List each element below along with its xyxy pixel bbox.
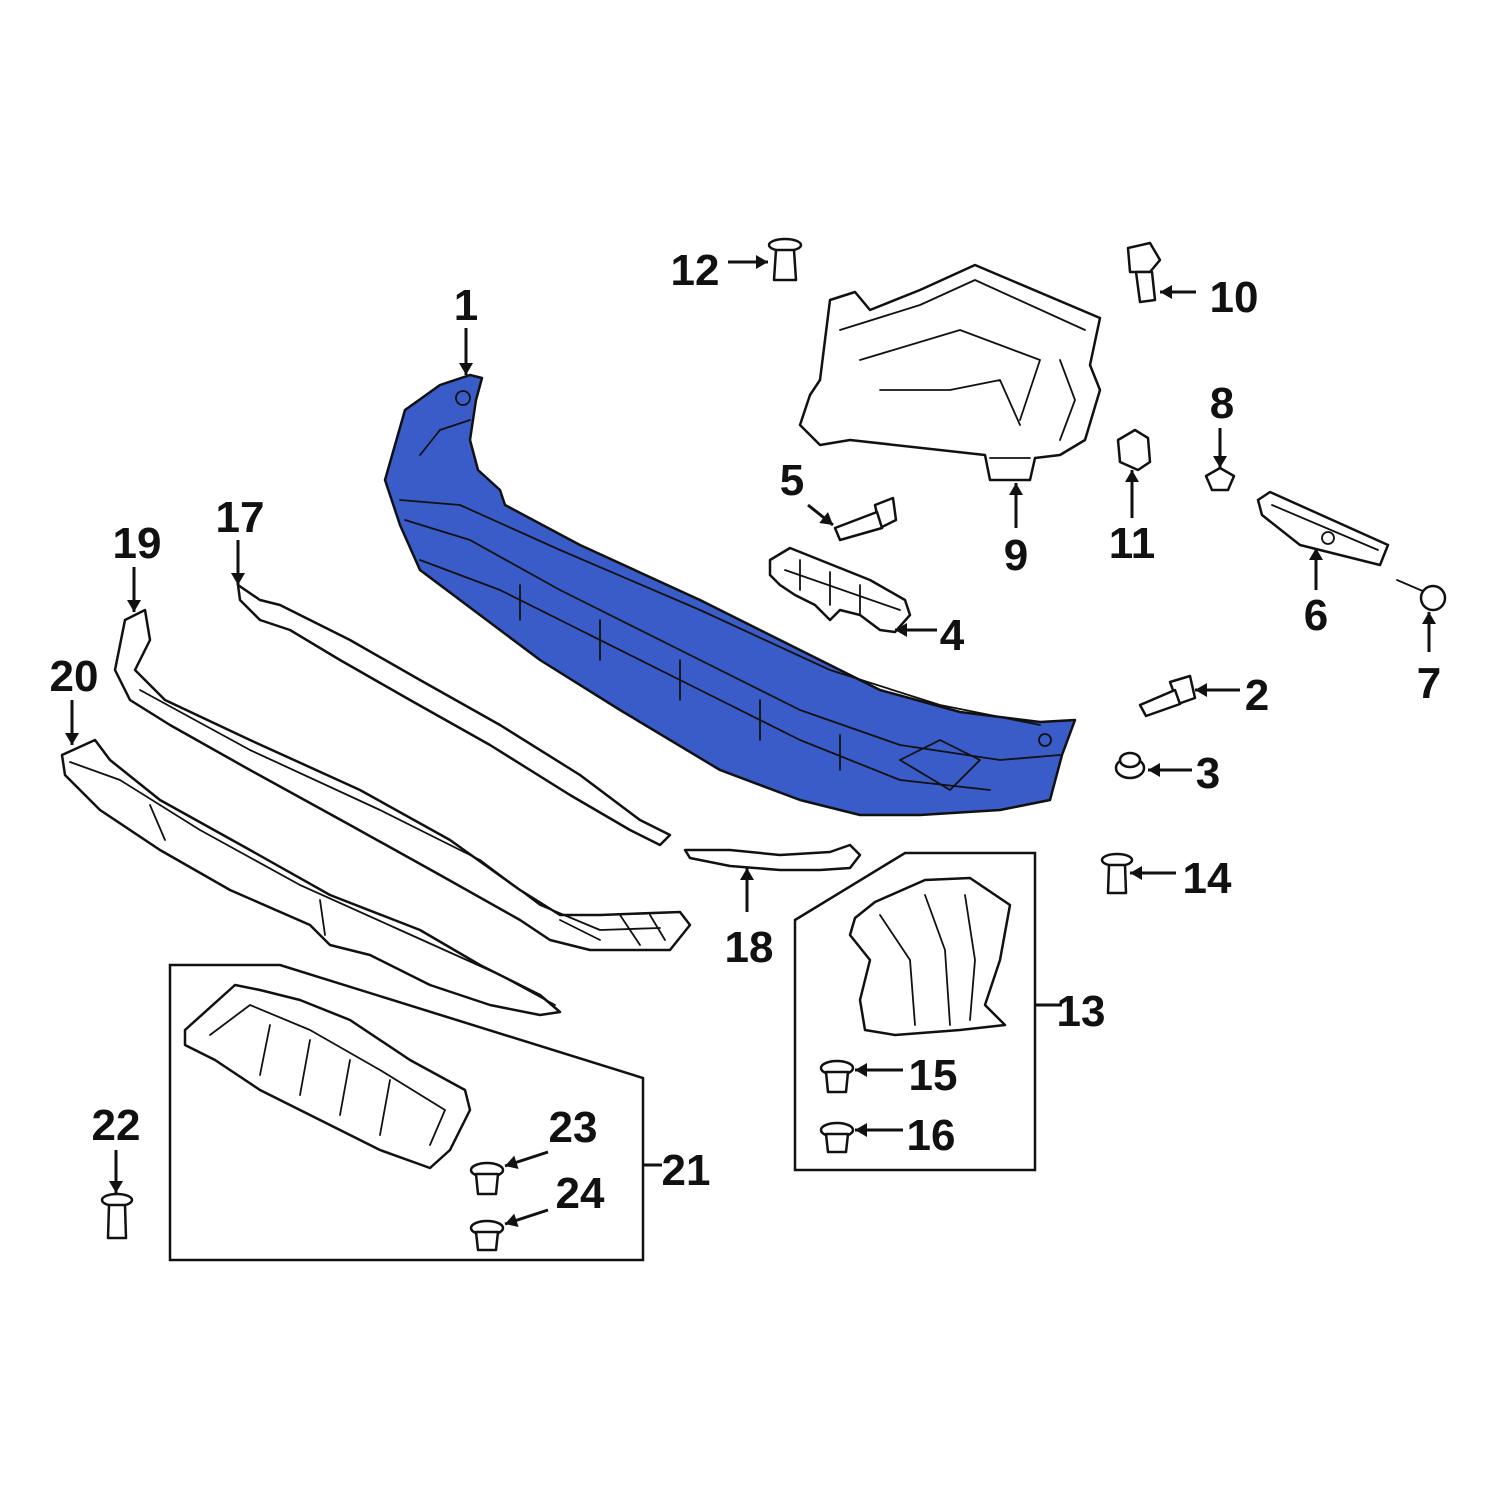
callout-20: 20 (50, 652, 99, 701)
leader-arrowhead-11 (1125, 470, 1139, 482)
callout-23: 23 (549, 1103, 598, 1152)
leader-arrowhead-3 (1148, 763, 1160, 777)
callout-8: 8 (1210, 379, 1234, 428)
callout-3: 3 (1196, 749, 1220, 798)
callout-6: 6 (1304, 591, 1328, 640)
callout-7: 7 (1417, 659, 1441, 708)
grommet-icon (819, 1059, 855, 1094)
screw-icon (1396, 579, 1447, 612)
leader-arrowhead-24 (505, 1213, 519, 1227)
leader-arrowhead-6 (1309, 548, 1323, 560)
leader-arrowhead-23 (505, 1155, 519, 1169)
bumper-cover-shape (383, 373, 1077, 817)
callout-labels: 1 2 3 4 5 6 7 8 9 10 11 12 13 14 15 16 1… (50, 246, 1442, 1218)
callout-1: 1 (454, 281, 478, 330)
group-box-13 (793, 851, 1037, 1172)
grommet-icon (469, 1161, 505, 1196)
leader-arrowhead-9 (1009, 483, 1023, 495)
callout-24: 24 (556, 1169, 605, 1218)
leader-arrowhead-22 (109, 1181, 123, 1193)
callout-11: 11 (1109, 519, 1156, 568)
group-box-21 (168, 963, 645, 1262)
skid-plate-icon (183, 983, 472, 1170)
leader-arrowhead-18 (740, 868, 754, 880)
leader-arrows (65, 255, 1436, 1227)
leader-arrowhead-8 (1213, 456, 1227, 468)
leader-arrowhead-12 (756, 255, 768, 269)
callout-9: 9 (1004, 531, 1028, 580)
callout-5: 5 (780, 456, 804, 505)
clip-icon (1114, 751, 1146, 780)
bolt-icon (833, 496, 898, 542)
callout-17: 17 (216, 493, 265, 542)
nut-icon (1204, 466, 1236, 492)
leader-arrowhead-20 (65, 733, 79, 745)
bolt-icon (1126, 241, 1162, 304)
callout-12: 12 (671, 246, 720, 295)
leader-arrowhead-10 (1160, 285, 1172, 299)
push-pin-icon (1100, 852, 1134, 895)
push-pin-icon (100, 1192, 134, 1240)
callout-19: 19 (113, 519, 162, 568)
callout-22: 22 (92, 1101, 141, 1150)
lower-valance-icon (60, 738, 562, 1017)
callout-10: 10 (1210, 273, 1259, 322)
callout-14: 14 (1183, 854, 1232, 903)
molding-strip-icon (683, 843, 862, 872)
leader-arrowhead-4 (895, 623, 907, 637)
leader-arrowhead-7 (1422, 612, 1436, 624)
splash-shield-icon (848, 876, 1012, 1037)
leader-arrowhead-19 (127, 600, 141, 612)
callout-13: 13 (1057, 987, 1106, 1036)
grommet-icon (819, 1121, 855, 1154)
molding-strip-icon (236, 583, 672, 847)
retainer-clip-icon (1116, 428, 1152, 472)
headlamp-bracket-icon (798, 263, 1102, 482)
callout-18: 18 (725, 923, 774, 972)
leader-arrowhead-17 (231, 573, 245, 585)
callout-16: 16 (907, 1111, 956, 1160)
bolt-icon (1138, 674, 1197, 718)
callout-15: 15 (909, 1051, 958, 1100)
reinforcement-bar-icon (1256, 490, 1390, 567)
callout-2: 2 (1245, 671, 1269, 720)
leader-arrowhead-16 (855, 1123, 867, 1137)
leader-arrowhead-14 (1130, 866, 1142, 880)
bumper-cover-icon (383, 373, 1077, 817)
push-pin-icon (767, 237, 803, 282)
lower-trim-icon (113, 608, 692, 952)
leader-arrowhead-1 (459, 363, 473, 375)
leader-arrowhead-15 (855, 1063, 867, 1077)
leader-arrowhead-5 (819, 512, 833, 525)
callout-21: 21 (662, 1146, 711, 1195)
grommet-icon (469, 1219, 505, 1252)
bracket-icon (768, 546, 912, 634)
leader-arrowhead-2 (1195, 683, 1207, 697)
callout-4: 4 (940, 611, 965, 660)
